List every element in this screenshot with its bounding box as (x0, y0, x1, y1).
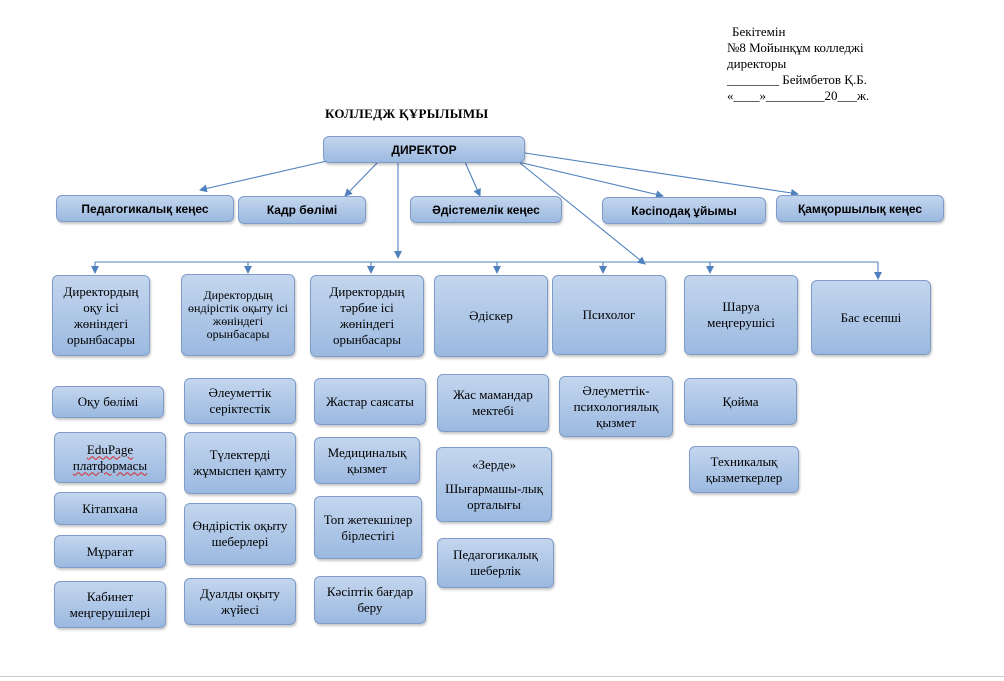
council-trustees: Қамқоршылық кеңес (776, 195, 944, 222)
approval-line-2: №8 Мойынқұм колледжі (727, 40, 864, 55)
approval-stamp: Бекітемін №8 Мойынқұм колледжі директоры… (727, 24, 977, 104)
unit-career-guidance: Кәсіптік бағдар беру (314, 576, 426, 624)
unit-group-leaders: Топ жетекшілер бірлестігі (314, 496, 422, 559)
approval-line-5: «____»_________20___ж. (727, 88, 870, 103)
chief-accountant: Бас есепші (811, 280, 931, 355)
unit-zerde-title: «Зерде» (472, 456, 516, 472)
council-trade-union: Кәсіподақ ұйымы (602, 197, 766, 224)
approval-line-1: Бекітемін (732, 24, 786, 39)
unit-youth-policy: Жастар саясаты (314, 378, 426, 425)
council-hr: Кадр бөлімі (238, 196, 366, 224)
arrow-to-methodical-council (464, 161, 481, 197)
unit-library: Кітапхана (54, 492, 166, 525)
unit-young-specialists: Жас мамандар мектебі (437, 374, 549, 432)
unit-social-psych-service: Әлеуметтік-психологиялық қызмет (559, 376, 673, 437)
arrow-to-pedagogical-council (199, 157, 341, 193)
unit-technical-staff: Техникалық қызметкерлер (689, 446, 799, 493)
unit-warehouse: Қойма (684, 378, 797, 425)
unit-edupage: EduPage платформасы (54, 432, 166, 483)
unit-medical-service: Медициналық қызмет (314, 437, 420, 484)
household-manager: Шаруа меңгерушісі (684, 275, 798, 355)
unit-cabinet-managers: Кабинет меңгерушілері (54, 581, 166, 628)
page-edge (0, 676, 1004, 677)
approval-line-3: директоры (727, 56, 787, 71)
unit-zerde-center: «Зерде» Шығармашы-лық орталығы (436, 447, 552, 522)
arrow-to-household (519, 162, 646, 265)
unit-social-partnership: Әлеуметтік серіктестік (184, 378, 296, 424)
director-box: ДИРЕКТОР (323, 136, 525, 163)
deputy-academic: Директордың оқу ісі жөніндегі орынбасары (52, 275, 150, 356)
psychologist: Психолог (552, 275, 666, 355)
council-pedagogical: Педагогикалық кеңес (56, 195, 234, 222)
unit-pedagogical-mastery: Педагогикалық шеберлік (437, 538, 554, 588)
methodist: Әдіскер (434, 275, 548, 357)
page-title: КОЛЛЕДЖ ҚҰРЫЛЫМЫ (325, 106, 489, 121)
arrow-to-hr (344, 161, 379, 197)
unit-training-masters: Өндірістік оқыту шеберлері (184, 503, 296, 565)
approval-line-4: ________ Бeймбетов Қ.Б. (727, 72, 867, 87)
deputy-industrial: Директордың өндірістік оқыту ісі жөнінде… (181, 274, 295, 356)
unit-dual-training: Дуалды оқыту жүйесі (184, 578, 296, 625)
unit-archive: Мұрағат (54, 535, 166, 568)
unit-graduate-employment: Түлектерді жұмыспен қамту (184, 432, 296, 494)
unit-zerde-subtitle: Шығармашы-лық орталығы (445, 480, 543, 512)
unit-edupage-label: EduPage платформасы (72, 441, 148, 473)
council-methodical: Әдістемелік кеңес (410, 196, 562, 223)
arrow-to-trustees (524, 152, 799, 197)
unit-academic-dept: Оқу бөлімі (52, 386, 164, 418)
arrow-to-trade-union (509, 159, 664, 199)
deputy-upbringing: Директордың тәрбие ісі жөніндегі орынбас… (310, 275, 424, 357)
